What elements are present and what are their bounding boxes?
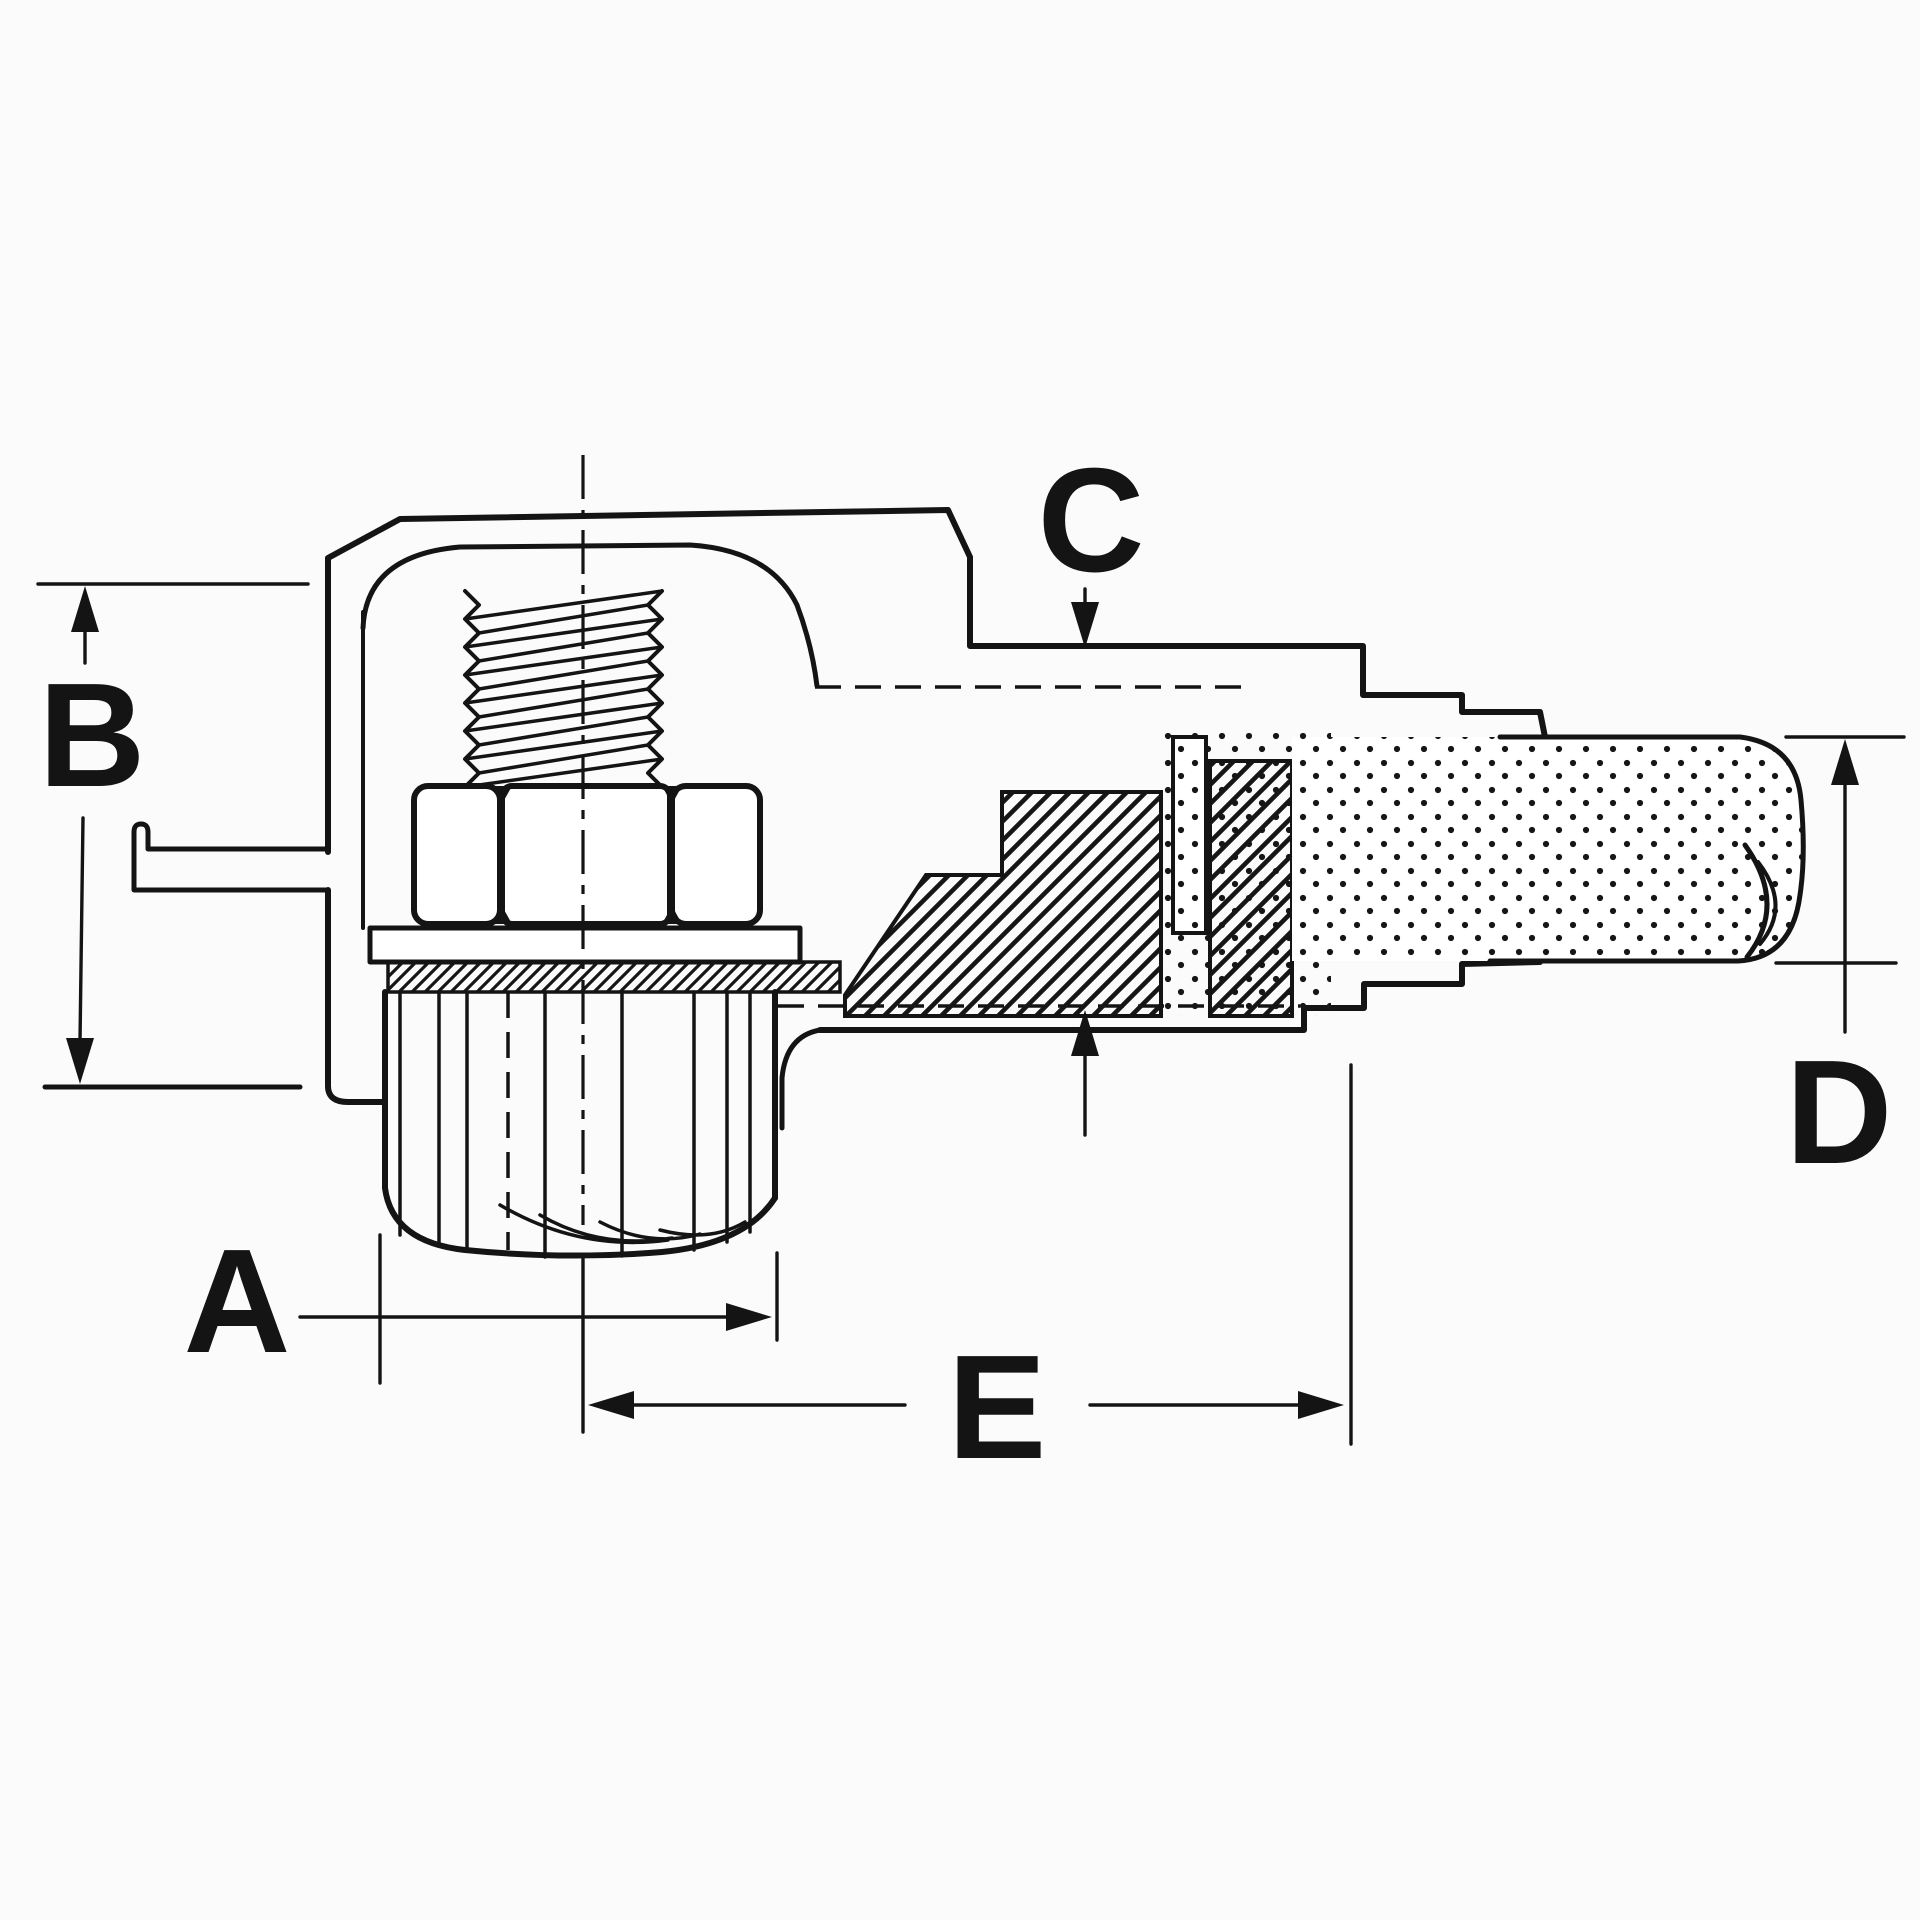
nut-face-middle xyxy=(499,783,673,927)
thread-root-lines xyxy=(477,603,650,775)
dimension-a: A xyxy=(184,1219,779,1385)
nut-face-left xyxy=(411,783,503,927)
lower-cylinder xyxy=(382,989,778,1259)
dim-c-up-arrow xyxy=(1071,1010,1099,1056)
plate-top-face xyxy=(367,925,803,965)
nut-corner-shadow xyxy=(662,906,682,924)
hex-nut xyxy=(411,783,763,927)
nut-corner-shadow xyxy=(662,786,682,804)
dim-b-down-arrow xyxy=(66,1038,94,1084)
dim-e-left-arrow xyxy=(588,1391,634,1419)
dim-d-label: D xyxy=(1786,1030,1893,1195)
dim-d-up-arrow xyxy=(1831,739,1859,785)
dim-e-right-arrow xyxy=(1298,1391,1344,1419)
dimension-b: B xyxy=(36,582,310,1090)
contact-block-section xyxy=(1208,759,1294,1018)
dimension-c: C xyxy=(1038,438,1145,1137)
dim-e-label: E xyxy=(948,1325,1047,1490)
nut-corner-shadow xyxy=(492,906,512,924)
housing-outer-outline xyxy=(325,507,1548,855)
cylinder-surface-lines xyxy=(398,990,752,1259)
dim-b-label: B xyxy=(39,653,146,818)
thread-crest-lines xyxy=(463,589,664,789)
cable-tip-arc-inner xyxy=(1756,860,1778,946)
threaded-stud xyxy=(463,589,664,789)
dim-a-label: A xyxy=(184,1219,291,1384)
contact-wedge-section xyxy=(843,790,1163,1018)
cavity-dome xyxy=(360,542,820,689)
dim-c-down-arrow xyxy=(1071,602,1099,648)
cable-outline xyxy=(1487,734,1806,964)
cylinder-bottom-cap xyxy=(382,1185,778,1259)
dimension-d: D xyxy=(1774,735,1906,1195)
insulator-sleeve-stipple xyxy=(1171,735,1208,935)
nut-face-right xyxy=(669,783,763,927)
dimension-e: E xyxy=(581,1063,1353,1490)
barrel-underside-corner xyxy=(779,1027,823,1131)
inner-contact-assembly xyxy=(843,733,1331,1018)
cable-tip-arc-outer xyxy=(1742,842,1770,960)
dim-b-lower-stem xyxy=(78,816,85,1044)
plate-section-hatch xyxy=(386,960,842,994)
dim-a-right-arrow xyxy=(726,1303,772,1331)
terminal-plate xyxy=(367,925,842,994)
barrel-underside xyxy=(817,959,1543,1033)
housing-lower-wall xyxy=(325,887,388,1105)
mounting-tab xyxy=(131,821,331,893)
insulator-sleeve xyxy=(1171,735,1208,935)
dim-b-up-arrow xyxy=(71,586,99,632)
nut-corner-shadow xyxy=(492,786,512,804)
cable-stipple xyxy=(1292,737,1804,961)
cable xyxy=(1292,734,1806,964)
dim-c-label: C xyxy=(1038,438,1145,603)
cylinder-interior-arcs xyxy=(498,1203,747,1245)
